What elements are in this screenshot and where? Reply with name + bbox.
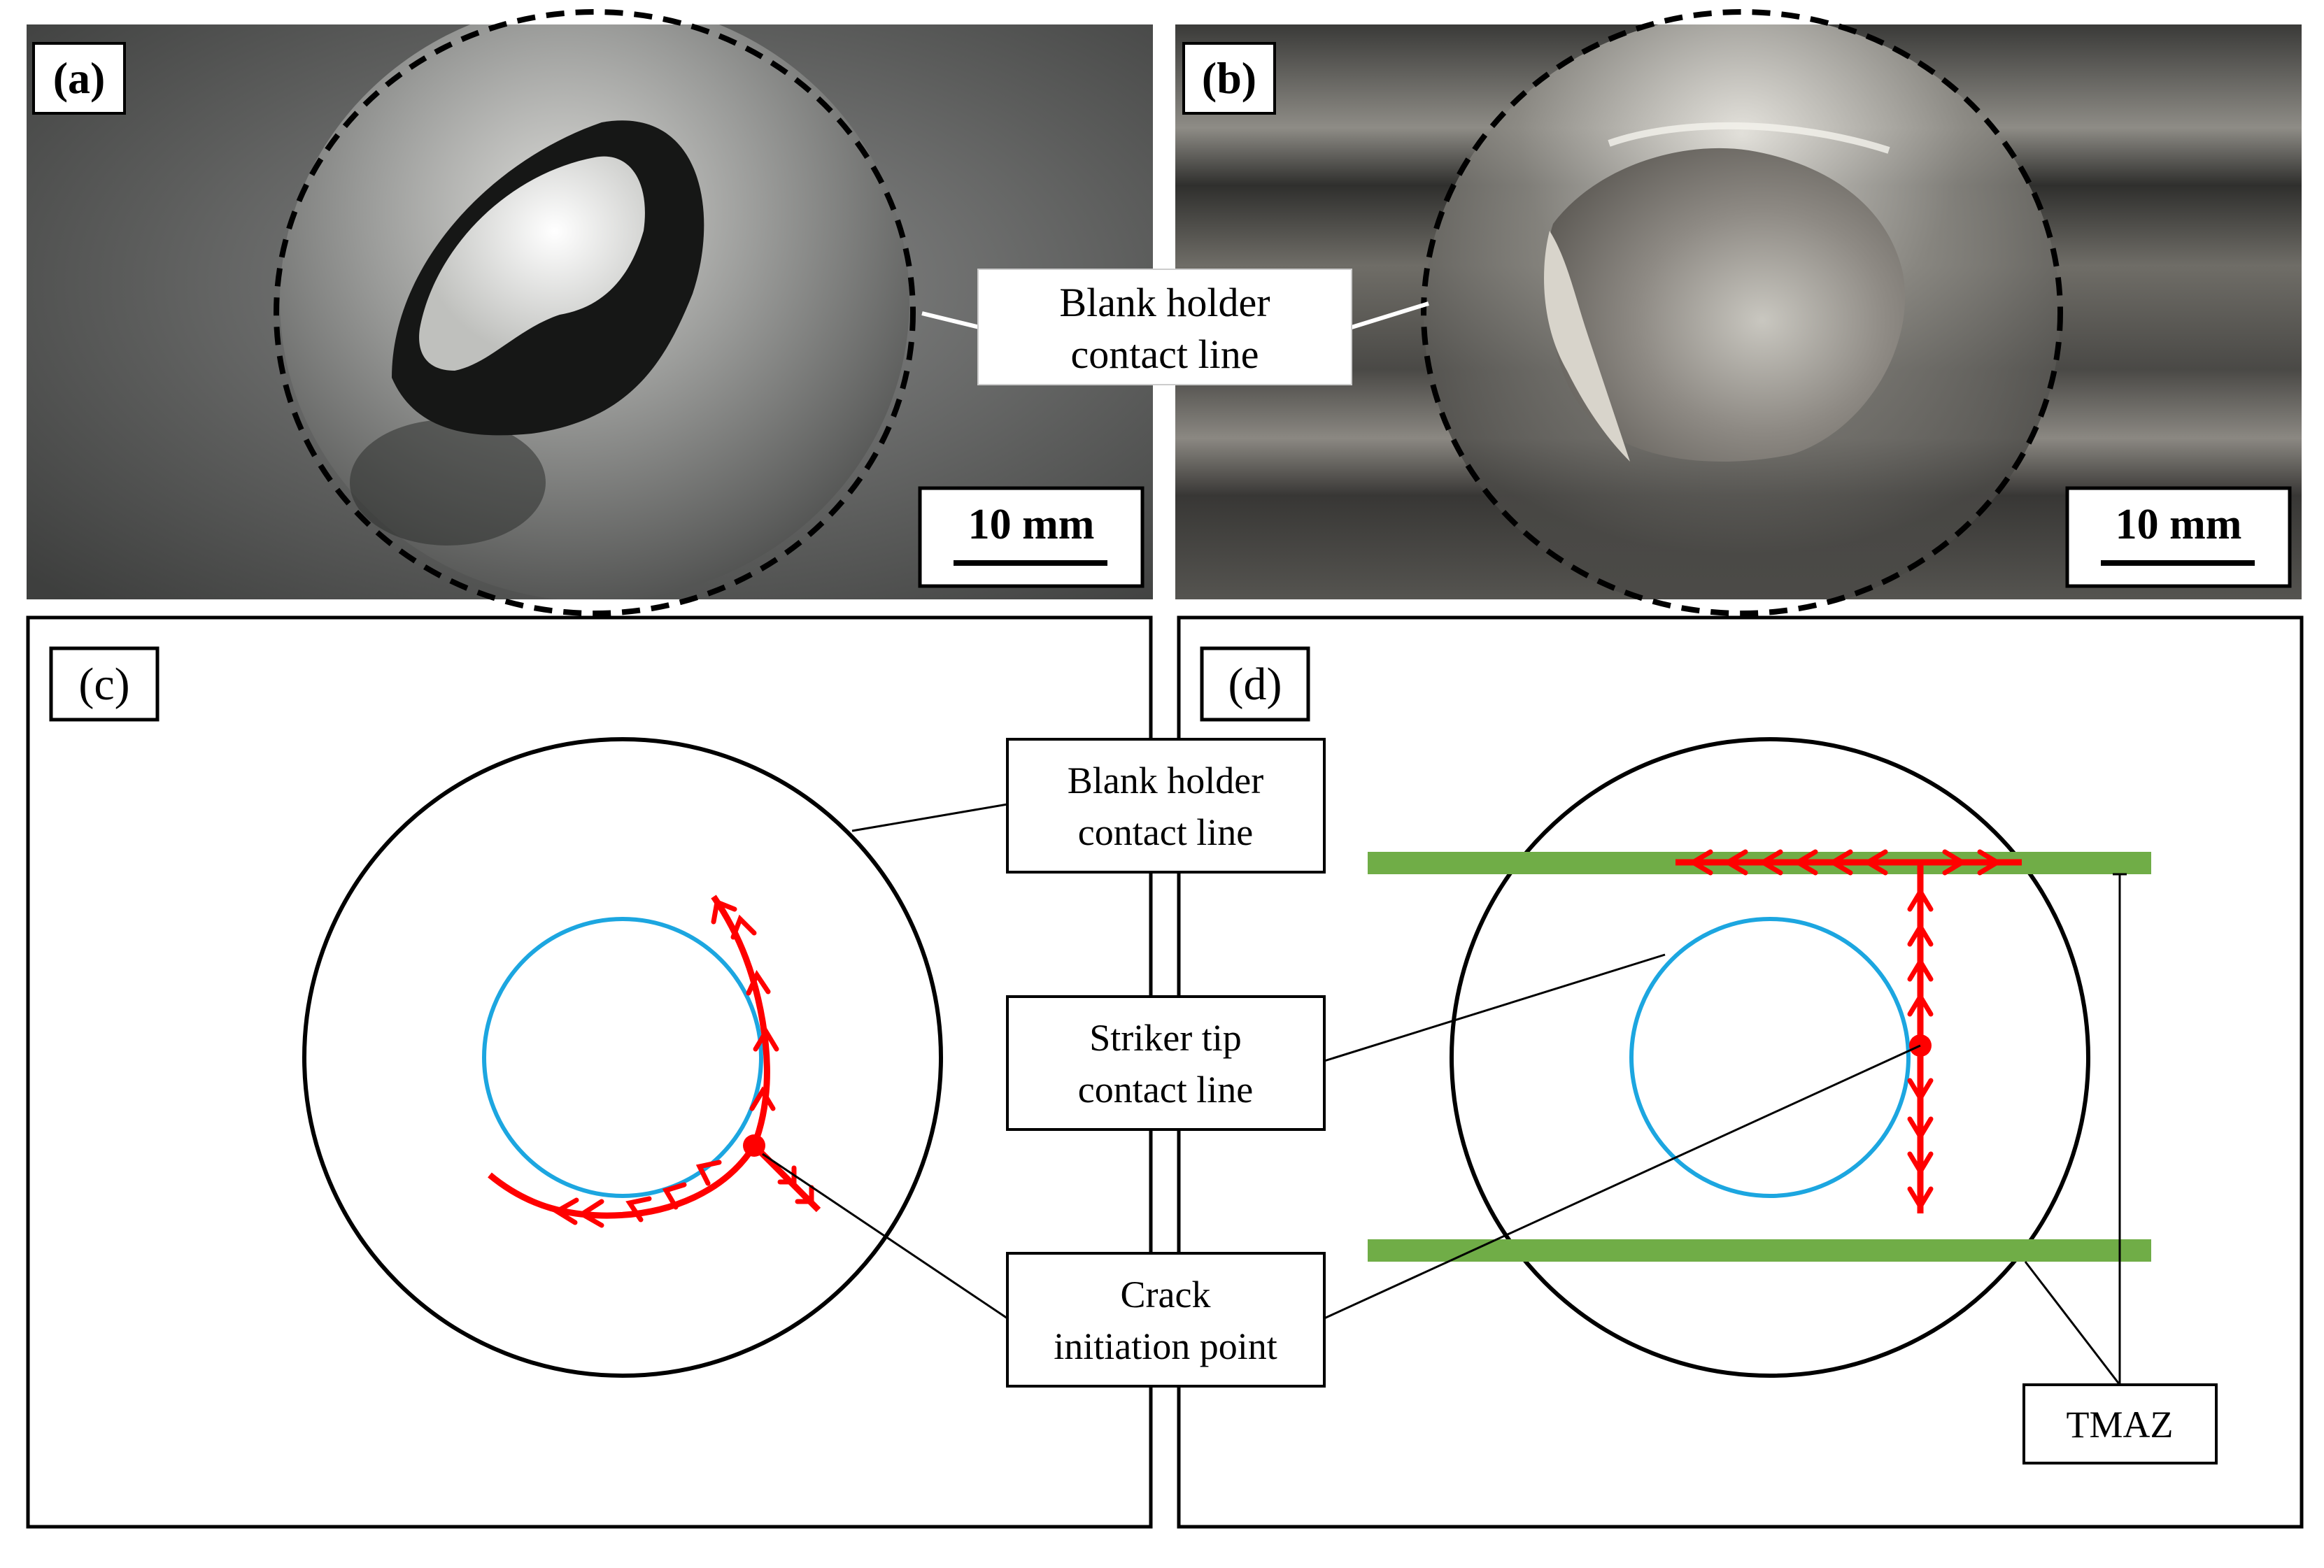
- panel-d-arrowhead-down-4: [1907, 1186, 1934, 1211]
- panel-d-arrowhead-left-5: [1828, 849, 1853, 876]
- panel-b-label-box: [1182, 42, 1276, 115]
- panel-c-arrowhead-up-1: [749, 1086, 776, 1111]
- panel-d-arrowhead-right-2: [1977, 849, 2002, 876]
- panel-d-arrowhead-down-1: [1907, 1078, 1934, 1103]
- striker-tip-callout-box: [1006, 995, 1326, 1131]
- panel-c-blank-holder-circle: [302, 737, 943, 1378]
- crack-initiation-leader-c: [762, 1153, 1008, 1320]
- striker-tip-leader: [1324, 953, 1666, 1062]
- panel-c-arrowheads: [552, 899, 814, 1228]
- striker-tip-callout-line-2: contact line: [1078, 1069, 1253, 1111]
- crack-initiation-leader-d: [1324, 1044, 1921, 1320]
- panel-d-arrowhead-left-6: [1863, 849, 1888, 876]
- panel-d-striker-tip-circle: [1629, 917, 1911, 1198]
- panel-b-petal: [1544, 231, 1630, 462]
- panel-d-label-box: [1200, 646, 1310, 722]
- tmaz-callout-label: TMAZ: [2067, 1404, 2174, 1446]
- panel-a-label-box: [32, 42, 126, 115]
- top-callout-leader-left: [921, 311, 980, 329]
- panel-b-label: (b): [1202, 53, 1256, 103]
- panel-c-arrowhead-branch-1: [777, 1165, 797, 1185]
- panel-d-arrowhead-left-3: [1758, 849, 1783, 876]
- panel-c-arrowhead-branch-2: [795, 1185, 814, 1204]
- panel-d-arrowhead-up-4: [1907, 992, 1934, 1017]
- panel-d-arrowhead-left-1: [1688, 849, 1713, 876]
- panel-c-frame: [26, 615, 1153, 1529]
- panel-b-reflection: [1608, 122, 1890, 154]
- tmaz-callout-box: [2022, 1383, 2218, 1464]
- panel-d-arrowhead-left-2: [1723, 849, 1748, 876]
- panel-c-striker-tip-circle: [482, 917, 763, 1198]
- blank-holder-leader: [851, 803, 1008, 832]
- panel-d-arrowheads: [1688, 849, 2002, 1211]
- panel-c-arrowhead-up-2: [753, 1027, 779, 1052]
- panel-a-scale-label: 10 mm: [968, 501, 1095, 548]
- panel-d-arrowhead-down-2: [1907, 1116, 1934, 1141]
- panel-c-crack-path-left: [488, 1143, 757, 1219]
- panel-c-label: (c): [78, 659, 129, 710]
- blank-holder-callout-line-1: Blank holder: [1068, 760, 1263, 801]
- panel-a-scale-box: [918, 486, 1145, 588]
- panel-d-blank-holder-circle: [1450, 737, 2090, 1378]
- blank-holder-callout-line-2: contact line: [1078, 811, 1253, 853]
- crack-initiation-callout-box: [1006, 1252, 1326, 1388]
- panel-c-arrowhead-up-4: [730, 914, 757, 940]
- blank-holder-callout-box: [1006, 738, 1326, 874]
- top-callout-box: [977, 269, 1352, 385]
- panel-b-photo: [1175, 24, 2302, 599]
- panel-c-label-box: [49, 646, 160, 722]
- panel-c-crack-initiation-dot: [743, 1134, 765, 1157]
- top-callout-line-1: Blank holder: [1059, 280, 1270, 325]
- panel-d-arrowhead-down-3: [1907, 1151, 1934, 1176]
- top-callout-leader-right: [1351, 301, 1429, 329]
- panel-c-arrowhead-left-5: [552, 1197, 579, 1225]
- panel-d-arrowhead-left-4: [1793, 849, 1818, 876]
- panel-a-photo: [27, 24, 1153, 599]
- panel-c-arrowhead-left-4: [577, 1199, 604, 1228]
- tmaz-leader-bottom: [2024, 1261, 2121, 1385]
- panel-b-scale-label: 10 mm: [2116, 501, 2242, 548]
- top-callout-line-2: contact line: [1071, 332, 1259, 377]
- panel-d-tmaz-band-bottom: [1368, 1239, 2151, 1262]
- callout-leaders: [762, 803, 2127, 1385]
- panel-d-arrowhead-up-3: [1907, 957, 1934, 982]
- striker-tip-callout-line-1: Striker tip: [1089, 1017, 1241, 1059]
- panel-a-torn-flap: [419, 156, 645, 371]
- panel-c-arrowhead-up-3: [746, 969, 771, 996]
- panel-b-hole: [1547, 148, 1906, 462]
- crack-initiation-callout-line-1: Crack: [1121, 1274, 1211, 1316]
- panel-c-arrowhead-left-2: [662, 1182, 687, 1210]
- panel-d-arrowhead-right-1: [1942, 849, 1967, 876]
- panel-a-blank-holder-circle: [274, 9, 916, 616]
- panel-c-arrowhead-up-5: [711, 899, 737, 925]
- crack-initiation-callout-line-2: initiation point: [1054, 1325, 1277, 1367]
- panel-d-arrowhead-up-2: [1907, 922, 1934, 947]
- panel-c-arrowhead-left-3: [625, 1196, 652, 1223]
- panel-a-dome-shade: [350, 420, 546, 546]
- panel-c-arrowhead-left-1: [695, 1160, 722, 1186]
- panel-d-label: (d): [1228, 659, 1282, 710]
- panel-b-scale-box: [2065, 486, 2292, 588]
- panel-d-arrowhead-up-1: [1907, 887, 1934, 912]
- panel-b-blank-holder-circle: [1421, 9, 2063, 616]
- panel-a-label: (a): [53, 53, 106, 103]
